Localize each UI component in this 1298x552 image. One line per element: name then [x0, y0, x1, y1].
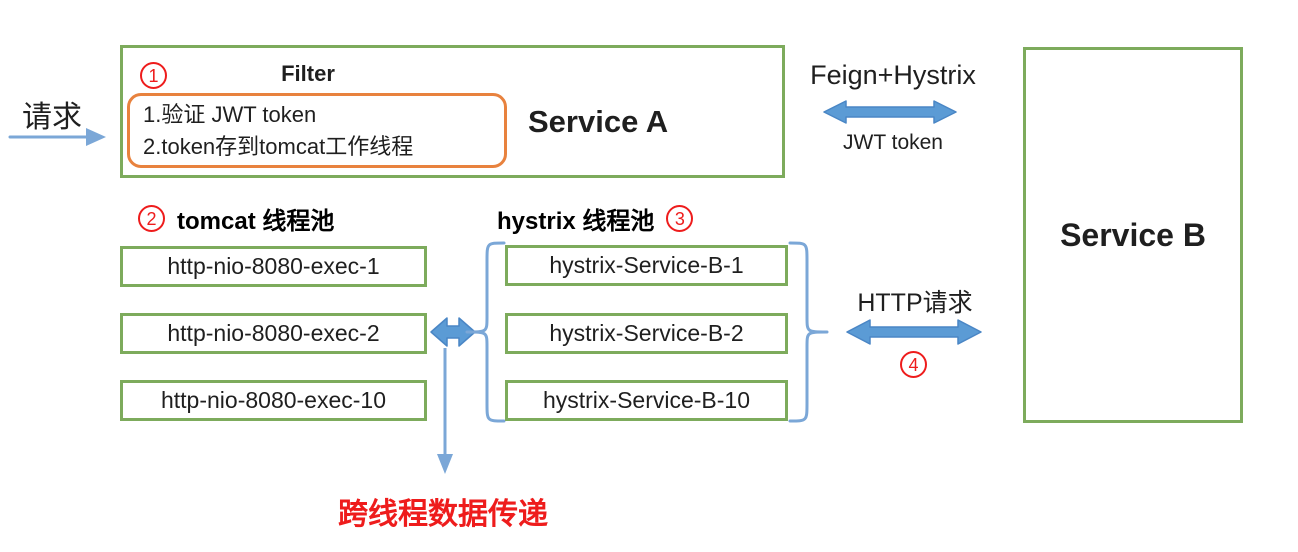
- http-request-label: HTTP请求: [857, 289, 973, 317]
- feign-hystrix-label: Feign+Hystrix: [810, 60, 976, 90]
- http-double-arrow-icon: [846, 319, 982, 345]
- jwt-token-label: JWT token: [843, 131, 943, 154]
- feign-double-arrow-icon: [823, 100, 957, 124]
- filter-step-line: 2.token存到tomcat工作线程: [143, 133, 414, 159]
- service-b-title: Service B: [1060, 216, 1206, 253]
- step-badge-3: 3: [666, 205, 694, 232]
- filter-steps-box: 1.验证 JWT token 2.token存到tomcat工作线程: [127, 93, 507, 168]
- filter-title: Filter: [281, 61, 335, 86]
- cross-thread-arrow-icon: [437, 348, 453, 474]
- tomcat-thread-box: http-nio-8080-exec-1: [120, 246, 427, 287]
- hystrix-left-brace-icon: [465, 241, 506, 423]
- filter-step-line: 1.验证 JWT token: [143, 102, 317, 127]
- tomcat-thread-box: http-nio-8080-exec-10: [120, 380, 427, 421]
- tomcat-thread-box: http-nio-8080-exec-2: [120, 313, 427, 354]
- request-arrow-icon: [8, 128, 106, 146]
- service-a-title: Service A: [528, 104, 669, 139]
- service-a-box: 1 Filter 1.验证 JWT token 2.token存到tomcat工…: [120, 45, 785, 178]
- step-badge-1: 1: [140, 62, 167, 89]
- hystrix-pool-heading: hystrix 线程池 3: [497, 201, 694, 236]
- hystrix-thread-box: hystrix-Service-B-2: [505, 313, 788, 354]
- step-badge-2: 2: [138, 205, 165, 232]
- tomcat-pool-heading: 2 tomcat 线程池: [138, 201, 334, 236]
- service-b-box: Service B: [1023, 47, 1243, 423]
- request-label: 请求: [22, 101, 82, 134]
- hystrix-thread-box: hystrix-Service-B-1: [505, 245, 788, 286]
- hystrix-pool-title: hystrix 线程池: [497, 208, 655, 235]
- cross-thread-note: 跨线程数据传递: [338, 498, 548, 531]
- hystrix-thread-box: hystrix-Service-B-10: [505, 380, 788, 421]
- hystrix-right-brace-icon: [788, 241, 829, 423]
- step-badge-4: 4: [900, 351, 927, 378]
- tomcat-pool-title: tomcat 线程池: [177, 208, 335, 235]
